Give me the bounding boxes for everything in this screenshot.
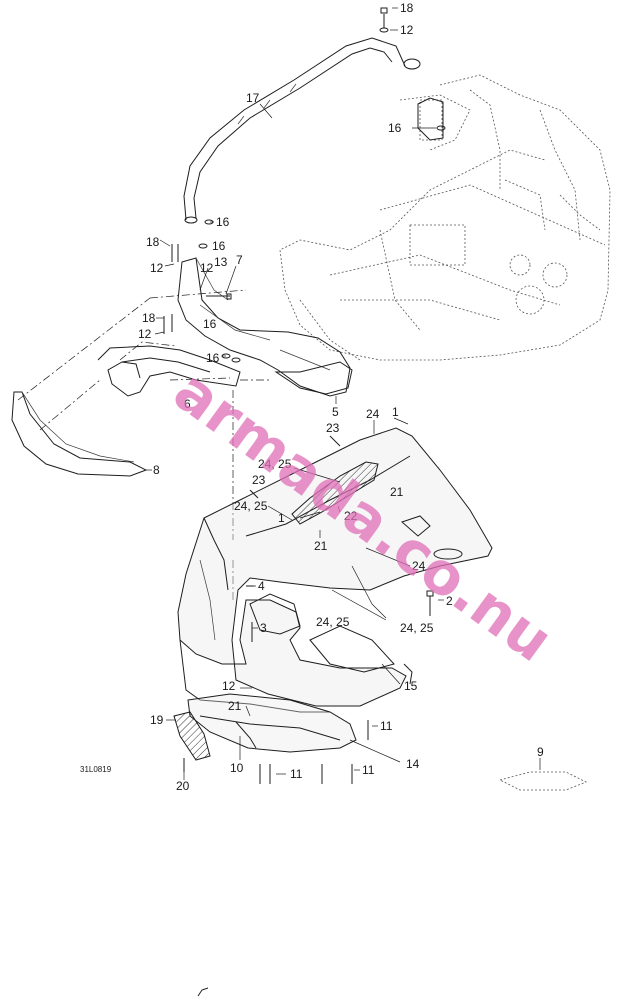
callout-12: 12 [400, 23, 414, 37]
callout-labels: 18 12 17 16 16 18 16 12 12 13 7 18 16 12… [80, 1, 544, 793]
callout-24-25: 24, 25 [234, 499, 268, 513]
callout-24-25: 24, 25 [258, 457, 292, 471]
callout-16: 16 [212, 239, 226, 253]
callout-22: 22 [344, 509, 358, 523]
callout-4: 4 [258, 579, 265, 593]
lower-skid [187, 693, 357, 753]
figure-code: 31L0819 [80, 765, 112, 774]
loose-part-9 [498, 771, 587, 791]
callout-16: 16 [206, 351, 220, 365]
callout-21: 21 [390, 485, 404, 499]
callout-11: 11 [290, 767, 303, 781]
callout-2: 2 [446, 594, 453, 608]
scrap-mark [197, 987, 209, 997]
callout-12: 12 [222, 679, 236, 693]
callout-14: 14 [406, 757, 420, 771]
callout-10: 10 [230, 761, 244, 775]
callout-24: 24 [366, 407, 380, 421]
assembly-lines [17, 289, 270, 600]
leader-lines [146, 7, 541, 780]
callout-24-25: 24, 25 [400, 621, 434, 635]
upper-bumper-tube [183, 37, 421, 224]
callout-17: 17 [246, 91, 260, 105]
callout-6: 6 [184, 397, 191, 411]
callout-11: 11 [362, 763, 375, 777]
callout-16: 16 [203, 317, 217, 331]
front-bumper [97, 345, 241, 397]
callout-9: 9 [537, 745, 544, 759]
vehicle-frame [279, 74, 611, 361]
callout-11: 11 [380, 719, 393, 733]
callout-1: 1 [392, 405, 399, 419]
callout-16: 16 [216, 215, 230, 229]
callout-12: 12 [200, 261, 214, 275]
callout-20: 20 [176, 779, 190, 793]
callout-18: 18 [400, 1, 414, 15]
front-skid-plate [11, 391, 148, 477]
callout-7: 7 [236, 253, 243, 267]
callout-18: 18 [142, 311, 156, 325]
callout-13: 13 [214, 255, 228, 269]
callout-23: 23 [326, 421, 340, 435]
callout-18: 18 [146, 235, 160, 249]
callout-21: 21 [228, 699, 242, 713]
callout-8: 8 [153, 463, 160, 477]
callout-15: 15 [404, 679, 418, 693]
callout-24: 24 [412, 559, 426, 573]
mounting-bracket [163, 244, 353, 397]
lower-fasteners [183, 435, 434, 784]
callout-5: 5 [332, 405, 339, 419]
callout-16: 16 [388, 121, 402, 135]
callout-3: 3 [260, 621, 267, 635]
callout-1: 1 [278, 511, 285, 525]
callout-12: 12 [150, 261, 164, 275]
callout-19: 19 [150, 713, 164, 727]
belly-pan [177, 427, 493, 713]
callout-24-25: 24, 25 [316, 615, 350, 629]
grille-insert [173, 711, 211, 761]
callout-12: 12 [138, 327, 152, 341]
callout-21: 21 [314, 539, 328, 553]
callout-23: 23 [252, 473, 266, 487]
